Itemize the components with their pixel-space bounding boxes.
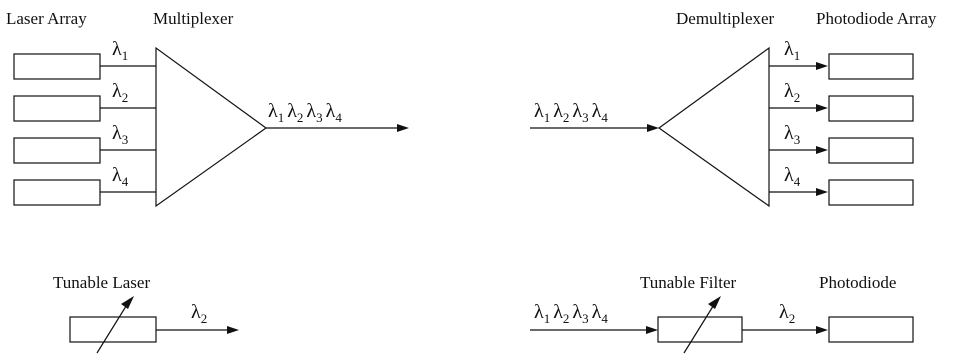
demux-out-4-arrowhead [816, 188, 828, 196]
mux-in-lambda-3: λ3 [112, 122, 128, 147]
demux-out-lambda-1: λ1 [784, 38, 800, 63]
photodiode-label: Photodiode [819, 273, 896, 292]
tunable-laser-label: Tunable Laser [53, 273, 150, 292]
multiplexer-triangle [155, 46, 268, 208]
mux-in-lambda-4: λ4 [112, 164, 129, 189]
tunable-laser-output-arrowhead [227, 326, 239, 334]
mux-in-lambda-2: λ2 [112, 80, 128, 105]
tunable-filter-output-lambda: λ2 [779, 301, 795, 326]
tunable-laser-group: λ2 [69, 296, 239, 354]
laser-3 [13, 137, 101, 164]
laser-2 [13, 95, 101, 122]
tunable-filter-output-arrowhead [816, 326, 828, 334]
tunable-laser-lambda: λ2 [191, 301, 207, 326]
demux-input-arrowhead [647, 124, 659, 132]
tunable-filter-tuning-line [683, 302, 716, 354]
multiplexer-label: Multiplexer [153, 9, 234, 28]
laser-4 [13, 179, 101, 206]
tunable-laser-tuning-line [96, 302, 129, 354]
photodiode-1 [828, 53, 914, 80]
demux-out-lambda-3: λ3 [784, 122, 800, 147]
demultiplexer-label: Demultiplexer [676, 9, 775, 28]
photodiode-4 [828, 179, 914, 206]
photodiode-single [828, 316, 914, 343]
laser-array-label: Laser Array [6, 9, 87, 28]
demux-out-lambda-4: λ4 [784, 164, 801, 189]
photodiode-2 [828, 95, 914, 122]
tunable-laser-tuning-arrowhead [121, 296, 134, 309]
demux-out-lambda-2: λ2 [784, 80, 800, 105]
tunable-filter-label: Tunable Filter [640, 273, 737, 292]
mux-output-arrowhead [397, 124, 409, 132]
laser-1 [13, 53, 101, 80]
tunable-filter-tuning-arrowhead [708, 296, 721, 309]
tunable-filter-box [657, 316, 743, 343]
demux-out-1-arrowhead [816, 62, 828, 70]
demux-out-2-arrowhead [816, 104, 828, 112]
demux-out-3-arrowhead [816, 146, 828, 154]
demultiplexer-triangle [657, 46, 770, 208]
mux-in-lambda-1: λ1 [112, 38, 128, 63]
tunable-filter-input-arrowhead [646, 326, 658, 334]
photodiode-3 [828, 137, 914, 164]
photodiode-array-label: Photodiode Array [816, 9, 937, 28]
tunable-laser-box [69, 316, 157, 343]
